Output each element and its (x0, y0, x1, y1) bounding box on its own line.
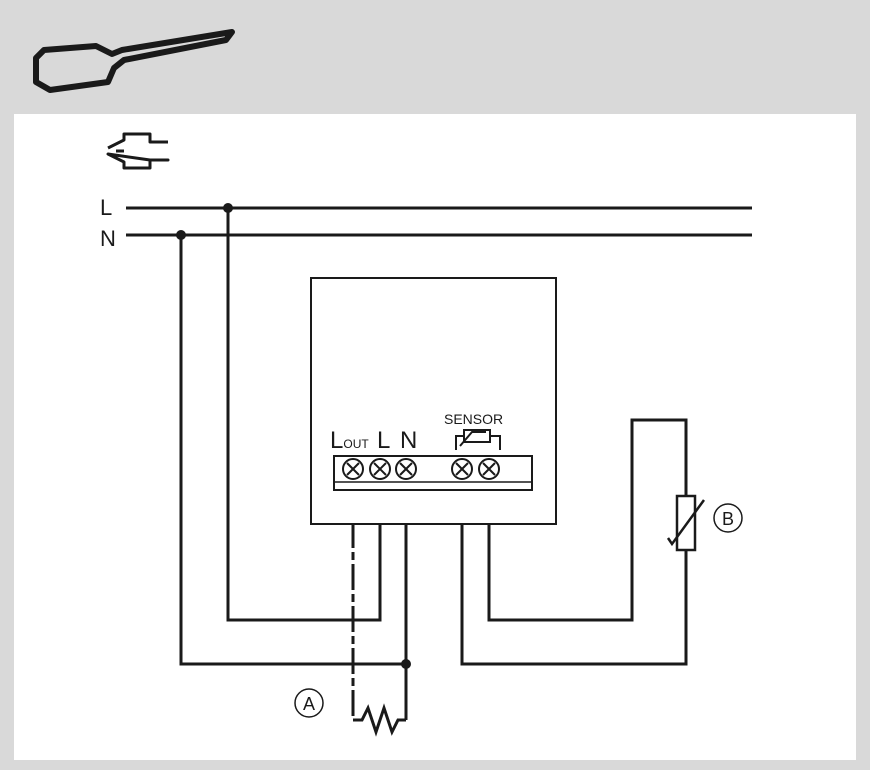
screw-terminal-sensor-1 (451, 458, 473, 480)
screw-terminal-n (395, 458, 417, 480)
terminal-label-lout: LOUT (330, 427, 369, 454)
marker-b: B (713, 503, 743, 533)
terminal-label-sensor: SENSOR (444, 411, 503, 427)
marker-a-label: A (303, 694, 315, 714)
live-junction-dot (223, 203, 233, 213)
screwdriver-icon (33, 29, 235, 93)
load-junction-dot (401, 659, 411, 669)
neutral-junction-dot (176, 230, 186, 240)
live-line-label: L (100, 195, 112, 220)
terminal-block (333, 455, 533, 491)
neutral-feed-wire (179, 235, 406, 666)
marker-a: A (294, 688, 324, 718)
plug-icon (106, 132, 170, 170)
sensor-symbol-icon (455, 429, 501, 450)
screw-terminals (342, 458, 500, 480)
marker-b-label: B (722, 509, 734, 529)
neutral-line-label: N (100, 226, 116, 251)
live-feed-wire (226, 208, 382, 622)
screw-terminal-lout (342, 458, 364, 480)
heater-resistor (353, 703, 406, 737)
terminal-label-n: N (400, 427, 417, 454)
thermistor-sensor-icon (666, 494, 706, 552)
screw-terminal-l (369, 458, 391, 480)
sensor-loop-wire (460, 418, 688, 666)
terminal-label-l: L (377, 427, 390, 454)
screw-terminal-sensor-2 (478, 458, 500, 480)
